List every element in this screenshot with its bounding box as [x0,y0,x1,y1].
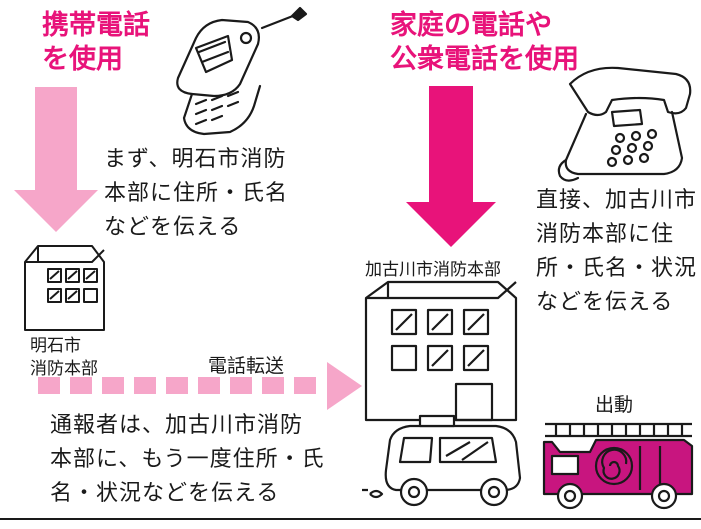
landline-title-line-1: 家庭の電話や [390,10,552,41]
ambulance-icon [362,414,522,507]
mobile-step-line-1: まず、明石市消防 [104,147,287,172]
reporter-step-line-3: 名・状況などを伝える [50,481,280,506]
landline-phone-icon [557,66,692,182]
dispatch-label: 出動 [595,394,634,416]
akashi-hq-building-icon [24,245,105,331]
kakogawa-hq-building-icon [364,280,518,422]
mobile-phone-icon [176,6,308,136]
reporter-step-line-2: 本部に、もう一度住所・氏 [50,447,325,472]
mobile-step-text: まず、明石市消防 本部に住所・氏名 などを伝える [104,143,288,245]
akashi-hq-label-line-2: 消防本部 [30,359,98,379]
landline-call-arrow [406,86,496,247]
mobile-title: 携帯電話 を使用 [42,9,150,77]
kakogawa-hq-label: 加古川市消防本部 [365,260,501,280]
landline-step-text: 直接、加古川市 消防本部に住 所・氏名・状況 などを伝える [536,184,697,320]
mobile-call-arrow [14,87,98,232]
reporter-step-line-1: 通報者は、加古川市消防 [50,413,304,438]
landline-step-line-4: などを伝える [536,290,674,315]
akashi-hq-label-line-1: 明石市 [30,336,81,356]
mobile-step-line-3: などを伝える [104,215,242,240]
akashi-hq-label: 明石市 消防本部 [30,335,98,381]
transfer-label: 電話転送 [208,355,285,377]
mobile-title-line-1: 携帯電話 [42,10,150,41]
fire-truck-icon [542,422,694,510]
landline-step-line-1: 直接、加古川市 [536,188,698,213]
mobile-title-line-2: を使用 [42,44,123,75]
landline-title-line-2: 公衆電話を使用 [390,44,579,75]
transfer-arrow [38,362,362,410]
landline-title: 家庭の電話や 公衆電話を使用 [390,9,579,77]
landline-step-line-2: 消防本部に住 [536,222,675,247]
landline-step-line-3: 所・氏名・状況 [536,256,698,281]
mobile-step-line-2: 本部に住所・氏名 [104,181,289,206]
reporter-step-text: 通報者は、加古川市消防 本部に、もう一度住所・氏 名・状況などを伝える [50,409,325,511]
